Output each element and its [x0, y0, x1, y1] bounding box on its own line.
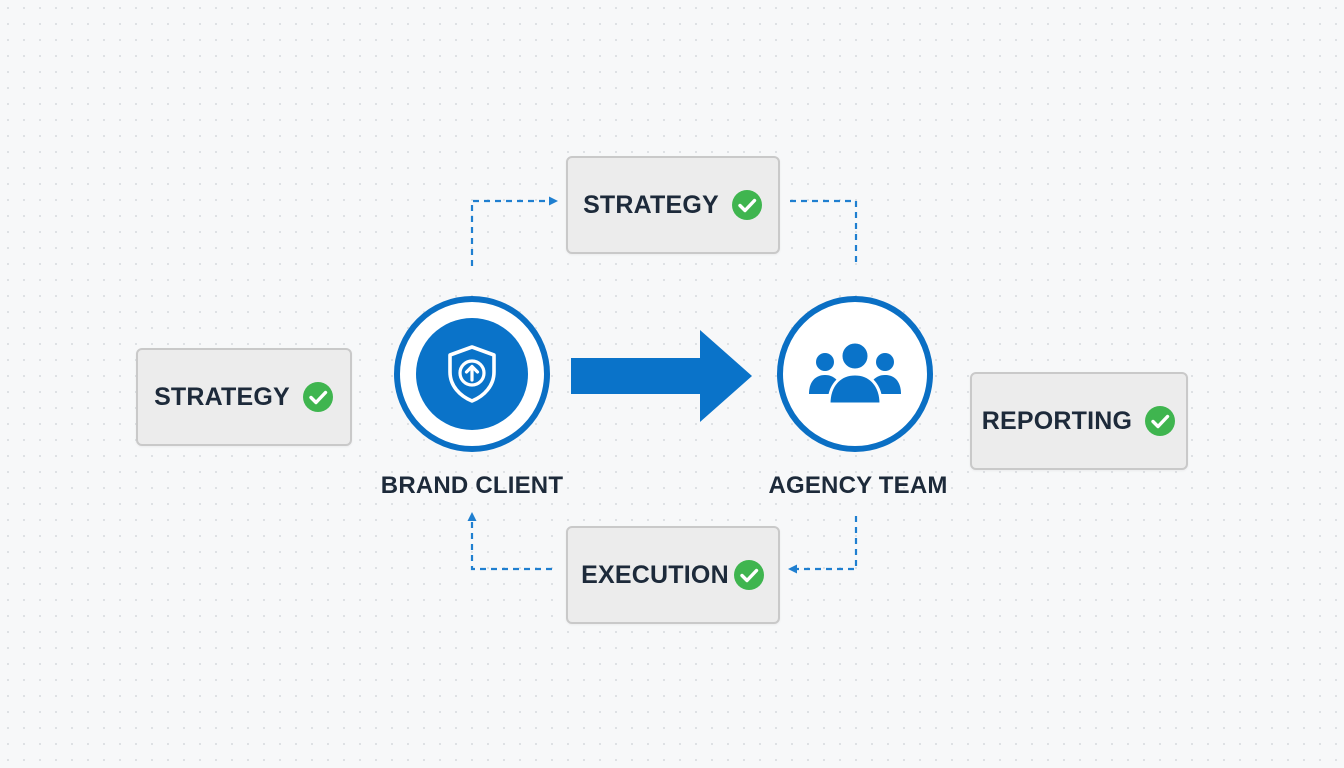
- dashed-connector-execution-to-brand: [470, 520, 552, 571]
- agency-team-label: AGENCY TEAM: [768, 472, 948, 499]
- arrowhead-agency-to-execution: [788, 564, 797, 574]
- reporting-box-right-label: REPORTING: [981, 406, 1133, 435]
- dashed-connector-brand-to-strategy: [470, 199, 550, 266]
- arrowhead-execution-to-brand: [467, 512, 477, 521]
- arrowhead-brand-to-strategy: [549, 196, 558, 206]
- execution-box-bottom[interactable]: EXECUTION: [566, 526, 780, 624]
- dashed-connector-strategy-to-agency: [790, 199, 858, 266]
- agency-team-node[interactable]: [777, 296, 933, 452]
- brand-client-node[interactable]: [394, 296, 550, 452]
- strategy-box-top-label: STRATEGY: [583, 190, 719, 219]
- main-flow-arrow: [571, 330, 752, 422]
- execution-box-bottom-label: EXECUTION: [581, 560, 729, 589]
- strategy-box-left[interactable]: STRATEGY: [136, 348, 352, 446]
- reporting-box-right[interactable]: REPORTING: [970, 372, 1188, 470]
- shield-upload-icon: [448, 345, 496, 403]
- check-circle-icon: [302, 382, 333, 412]
- brand-client-label: BRAND CLIENT: [380, 472, 564, 499]
- dashed-connector-agency-to-execution: [796, 516, 858, 571]
- strategy-box-top[interactable]: STRATEGY: [566, 156, 780, 254]
- team-icon: [809, 340, 901, 406]
- check-circle-icon: [733, 560, 764, 590]
- check-circle-icon: [731, 190, 762, 220]
- brand-client-node-fill: [416, 318, 528, 430]
- check-circle-icon: [1145, 406, 1176, 436]
- strategy-box-left-label: STRATEGY: [154, 382, 290, 411]
